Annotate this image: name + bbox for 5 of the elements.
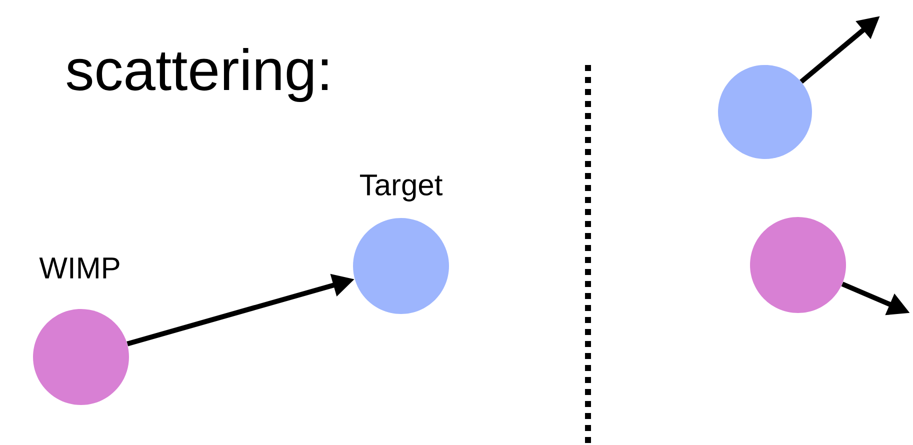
particle-circle [718, 65, 812, 159]
title: scattering: [66, 48, 328, 102]
particle-label: WIMP [39, 258, 120, 278]
particle-label: Target [360, 174, 442, 202]
particle-circle [750, 217, 846, 313]
